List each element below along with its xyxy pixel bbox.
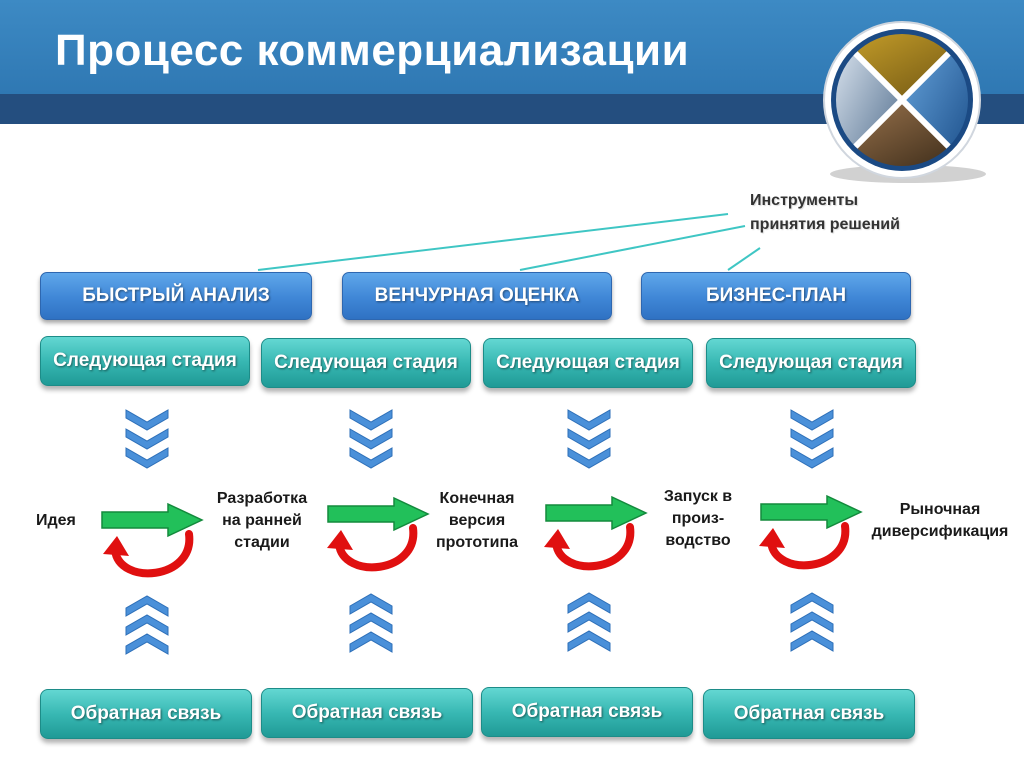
next-stage-button-1[interactable]: Следующая стадия	[40, 336, 250, 386]
stage-label-market-diversification: Рыночная диверсификация	[860, 499, 1020, 543]
stage-label-idea: Идея	[36, 510, 76, 532]
stage-label-line: Идея	[36, 512, 76, 529]
decision-tools-line-1: Инструменты	[750, 192, 859, 209]
venture-assessment-button[interactable]: ВЕНЧУРНАЯ ОЦЕНКА	[342, 272, 612, 320]
stage-label-line: стадии	[234, 534, 290, 551]
stage-label-line: произ-	[671, 510, 725, 527]
green-arrow-right-icon-4	[760, 494, 863, 530]
chevron-down-icon-2	[349, 409, 393, 469]
green-arrow-right-icon-2	[327, 496, 430, 532]
red-feedback-arrow-icon-4	[759, 522, 850, 570]
chevron-up-icon-4	[790, 592, 834, 652]
next-stage-button-3[interactable]: Следующая стадия	[483, 338, 693, 388]
stage-label-final-prototype: Конечная версия прототипа	[425, 488, 529, 554]
stage-label-line: Разработка	[216, 490, 308, 507]
stage-label-line: прототипа	[435, 534, 519, 551]
feedback-button-3[interactable]: Обратная связь	[481, 687, 693, 737]
stage-label-line: водство	[665, 532, 731, 549]
business-plan-button[interactable]: БИЗНЕС-ПЛАН	[641, 272, 911, 320]
stage-label-line: Рыночная	[899, 501, 981, 518]
decision-tools-label: Инструменты принятия решений	[750, 189, 900, 237]
page-title: Процесс коммерциализации	[55, 26, 690, 75]
chevron-down-icon-4	[790, 409, 834, 469]
logo-image	[816, 18, 1006, 190]
chevron-up-icon-3	[567, 592, 611, 652]
feedback-button-1[interactable]: Обратная связь	[40, 689, 252, 739]
stage-label-early-development: Разработка на ранней стадии	[206, 488, 318, 554]
feedback-button-4[interactable]: Обратная связь	[703, 689, 915, 739]
feedback-button-2[interactable]: Обратная связь	[261, 688, 473, 738]
green-arrow-right-icon-3	[545, 495, 648, 531]
stage-label-production-launch: Запуск в произ- водство	[650, 486, 746, 552]
red-feedback-arrow-icon-1	[103, 530, 194, 578]
green-arrow-right-icon-1	[101, 502, 204, 538]
chevron-up-icon-2	[349, 593, 393, 653]
chevron-down-icon-3	[567, 409, 611, 469]
stage-label-line: Конечная	[439, 490, 515, 507]
chevron-down-icon-1	[125, 409, 169, 469]
chevron-up-icon-1	[125, 595, 169, 655]
red-feedback-arrow-icon-3	[544, 523, 635, 571]
red-feedback-arrow-icon-2	[327, 524, 418, 572]
stage-label-line: диверсификация	[871, 523, 1009, 540]
next-stage-button-2[interactable]: Следующая стадия	[261, 338, 471, 388]
stage-label-line: на ранней	[222, 512, 302, 529]
stage-label-line: версия	[448, 512, 506, 529]
next-stage-button-4[interactable]: Следующая стадия	[706, 338, 916, 388]
stage-label-line: Запуск в	[663, 488, 733, 505]
decision-tools-line-2: принятия решений	[750, 216, 900, 233]
quick-analysis-button[interactable]: БЫСТРЫЙ АНАЛИЗ	[40, 272, 312, 320]
